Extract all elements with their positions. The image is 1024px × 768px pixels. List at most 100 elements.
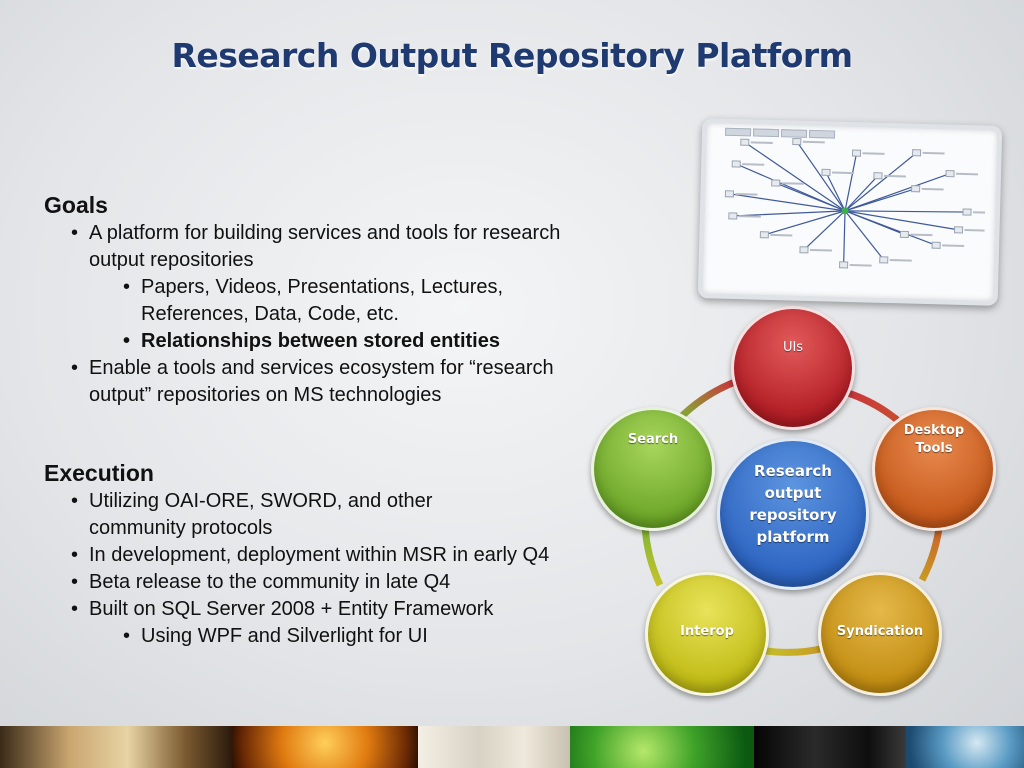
- graph-node-caption: [910, 233, 933, 237]
- graph-node: [799, 246, 809, 254]
- decorative-photo-strip: [0, 726, 1024, 768]
- goals-bullet-platform: A platform for building services and too…: [44, 220, 644, 274]
- graph-edge: [844, 188, 916, 212]
- graph-node: [953, 226, 964, 234]
- graph-edge: [844, 210, 885, 261]
- goals-subbullet-papers: Papers, Videos, Presentations, Lectures,…: [44, 274, 644, 328]
- goals-heading: Goals: [44, 192, 108, 218]
- graph-node-caption: [973, 211, 988, 214]
- goals-subbullet-papers-line2: References, Data, Code, etc.: [141, 303, 399, 325]
- graph-node: [771, 179, 781, 187]
- graph-node: [731, 160, 741, 168]
- graph-node-caption: [781, 182, 804, 185]
- center-platform-label: Research output repository platform: [749, 460, 836, 548]
- center-label-line3: repository: [749, 506, 837, 524]
- search-node: Search: [591, 407, 715, 531]
- graph-node-caption: [738, 215, 761, 218]
- graph-edge: [729, 193, 846, 212]
- goals-bullet-platform-line2: output repositories: [89, 249, 254, 271]
- graph-node: [899, 230, 910, 239]
- graph-node: [792, 137, 802, 146]
- syndication-label: Syndication: [836, 623, 924, 639]
- search-label: Search: [627, 432, 679, 447]
- execution-bullet-beta: Beta release to the community in late Q4: [44, 569, 644, 596]
- paper-photo-tile: [418, 726, 570, 768]
- graph-edge: [843, 210, 846, 265]
- graph-node-caption: [742, 163, 765, 166]
- graph-node: [740, 138, 750, 146]
- graph-node: [962, 208, 972, 216]
- graph-node-caption: [921, 187, 944, 191]
- graph-node: [724, 190, 735, 198]
- uis-label: UIs: [782, 340, 804, 355]
- cycle-arc-syndication-interop: [759, 644, 826, 656]
- graph-node-caption: [956, 172, 979, 176]
- graph-node: [945, 169, 955, 178]
- graph-edge: [844, 210, 959, 231]
- graph-screenshot-image: [697, 118, 1003, 306]
- graph-edge: [845, 210, 968, 213]
- graph-node-caption: [750, 141, 773, 144]
- graph-node-caption: [942, 244, 965, 247]
- graph-node: [879, 256, 889, 264]
- goals-bullet-platform-line1: A platform for building services and too…: [89, 222, 561, 244]
- graph-node-caption: [802, 140, 825, 144]
- execution-subbullet-wpf: Using WPF and Silverlight for UI: [44, 623, 644, 650]
- relationship-graph: [724, 137, 988, 269]
- interop-label: Interop: [680, 623, 734, 639]
- graph-node: [851, 149, 862, 157]
- graph-edge: [844, 175, 879, 212]
- desktop-tools-label-line1: Desktop: [903, 423, 965, 438]
- goals-subbullet-papers-line1: Papers, Videos, Presentations, Lectures,: [141, 276, 504, 298]
- goals-bullet-ecosystem-line2: output” repositories on MS technologies: [89, 384, 442, 406]
- blackboard-photo-tile: [754, 726, 906, 768]
- graph-node-caption: [832, 171, 855, 175]
- graph-edge: [732, 210, 846, 217]
- books-photo-tile: [0, 726, 232, 768]
- execution-bullet-development: In development, deployment within MSR in…: [44, 542, 644, 569]
- center-label-line2: output: [764, 484, 822, 502]
- graph-node-caption: [862, 152, 885, 155]
- graph-node: [873, 172, 883, 180]
- graph-edge: [844, 153, 858, 211]
- graph-node: [839, 261, 849, 269]
- graph-edge: [764, 210, 846, 236]
- desktop-tools-label-line2: Tools: [915, 441, 953, 456]
- slide-body: Goals A platform for building services a…: [44, 190, 644, 650]
- graph-node: [821, 168, 831, 176]
- cycle-arc-interop-search: [641, 524, 664, 587]
- execution-bullet-protocols-line2: community protocols: [89, 517, 273, 539]
- graph-node: [759, 231, 769, 239]
- graph-edge: [744, 141, 846, 212]
- graph-node: [728, 212, 738, 220]
- graph-node-caption: [889, 259, 912, 262]
- syndication-node: Syndication: [818, 572, 942, 696]
- execution-bullet-protocols: Utilizing OAI-ORE, SWORD, and other commu…: [44, 488, 644, 542]
- graph-node-caption: [849, 264, 872, 267]
- slide-title: Research Output Repository Platform: [171, 36, 853, 75]
- graph-edge: [844, 173, 951, 212]
- center-label-line1: Research: [754, 462, 832, 480]
- graph-node-caption: [883, 174, 906, 178]
- graph-edge: [803, 210, 846, 251]
- center-label-line4: platform: [756, 528, 830, 546]
- execution-bullet-protocols-line1: Utilizing OAI-ORE, SWORD, and other: [89, 490, 433, 512]
- graph-node: [931, 241, 941, 249]
- center-platform-node: Research output repository platform: [717, 438, 869, 590]
- graph-edge: [825, 172, 846, 212]
- execution-heading: Execution: [44, 460, 154, 486]
- graph-node-caption: [770, 233, 793, 237]
- graph-node-caption: [735, 192, 758, 196]
- graph-node: [911, 185, 921, 193]
- graph-edge: [844, 152, 917, 212]
- graph-node-caption: [809, 248, 833, 252]
- cycle-arc-search-uis: [675, 378, 737, 423]
- graph-edge: [775, 182, 846, 212]
- globe-photo-tile: [906, 726, 1024, 768]
- graph-hub: [841, 207, 849, 215]
- goals-subbullet-relationships: Relationships between stored entities: [44, 328, 644, 355]
- goals-bullet-ecosystem-line1: Enable a tools and services ecosystem fo…: [89, 357, 554, 379]
- green-photo-tile: [570, 726, 754, 768]
